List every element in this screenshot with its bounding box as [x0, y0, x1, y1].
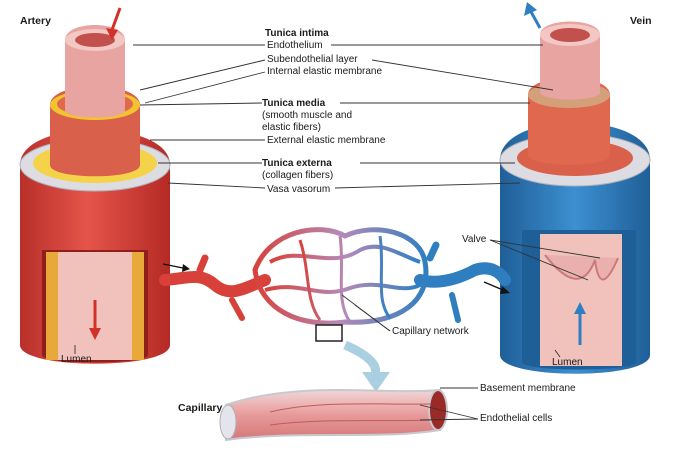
artery-illustration	[19, 7, 171, 364]
vein-flow-arrow	[528, 9, 542, 29]
label-tunica-externa: Tunica externa	[262, 158, 332, 169]
capillary-tube	[225, 388, 441, 442]
label-basement-membrane: Basement membrane	[480, 383, 576, 394]
label-valve: Valve	[462, 234, 487, 245]
inflow-arrow	[162, 263, 184, 269]
label-endothelium: Endothelium	[267, 40, 323, 51]
label-internal-elastic-membrane: Internal elastic membrane	[267, 66, 383, 77]
label-vein-lumen: Lumen	[552, 357, 583, 368]
capillary-detail-illustration	[219, 388, 448, 442]
artery-flow-arrow	[110, 7, 122, 31]
label-artery-lumen: Lumen	[61, 354, 92, 365]
label-capillary-network: Capillary network	[392, 326, 469, 337]
vein-title: Vein	[630, 15, 652, 27]
arteriole	[159, 270, 271, 298]
label-media-description-1: (smooth muscle and	[262, 110, 353, 121]
capillary-zoom-box	[315, 324, 343, 342]
vein-illustration	[499, 2, 651, 374]
venule	[414, 262, 511, 288]
vein-lumen-inner	[540, 234, 622, 366]
outflow-arrow	[483, 281, 504, 291]
capillary-bed	[252, 227, 429, 326]
artery-title: Artery	[20, 15, 51, 27]
label-tunica-media: Tunica media	[262, 98, 326, 109]
vein-valve	[544, 254, 619, 281]
leader-lines	[74, 44, 601, 421]
label-external-elastic-membrane: External elastic membrane	[267, 135, 386, 146]
label-media-description-2: elastic fibers)	[262, 122, 321, 133]
label-vasa-vasorum: Vasa vasorum	[267, 184, 331, 195]
artery-media-strip-left	[46, 252, 58, 360]
capillary-opening	[428, 389, 448, 431]
capillary-network-illustration	[159, 227, 511, 392]
label-endothelial-cells: Endothelial cells	[480, 413, 553, 424]
label-externa-description: (collagen fibers)	[262, 170, 334, 181]
capillary-title: Capillary	[178, 402, 223, 414]
zoom-callout-arrow	[343, 340, 381, 377]
label-tunica-intima: Tunica intima	[265, 28, 329, 39]
artery-media-strip-right	[132, 252, 144, 360]
label-subendothelial-layer: Subendothelial layer	[267, 54, 358, 65]
